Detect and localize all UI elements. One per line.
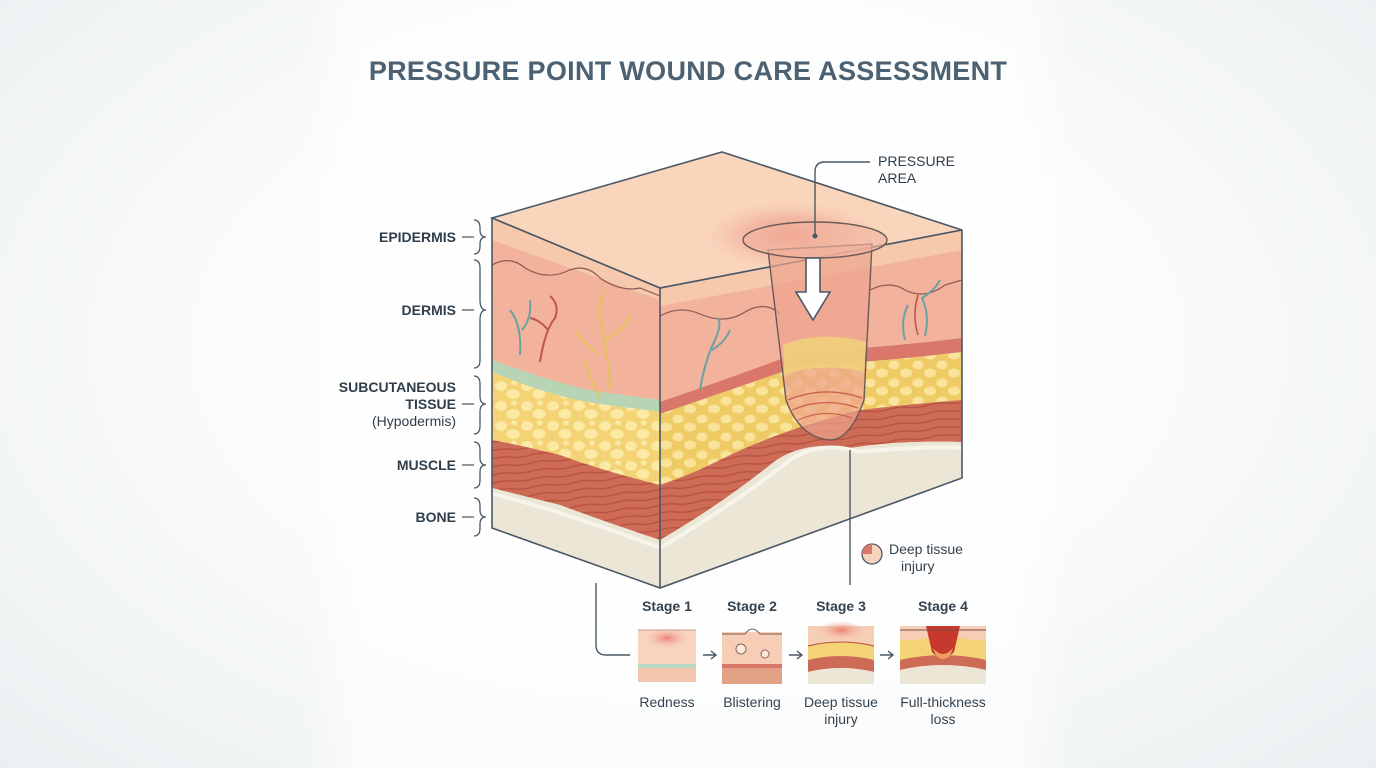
label-epidermis: EPIDERMIS <box>378 229 456 245</box>
label-pressure-line2: AREA <box>878 170 917 186</box>
label-muscle: MUSCLE <box>396 457 456 473</box>
label-subcutaneous-line2: TISSUE <box>405 396 456 412</box>
stage-2-caption: Blistering <box>697 694 807 711</box>
stage-4-thumbnail <box>900 626 986 684</box>
page-title: PRESSURE POINT WOUND CARE ASSESSMENT <box>368 56 1008 86</box>
stage-1-caption-line1: Redness <box>639 694 695 710</box>
pressure-arrow-icon <box>794 257 832 322</box>
label-pressure-line1: PRESSURE <box>878 153 956 169</box>
stage-4-caption-line1: Full-thickness <box>900 694 986 710</box>
stage-arrows <box>703 650 895 660</box>
stage-3-caption-line2: injury <box>824 711 858 727</box>
label-subcutaneous-line1: SUBCUTANEOUS <box>338 379 456 395</box>
pressure-cone <box>742 221 888 441</box>
label-pressure-area: PRESSURE AREA <box>878 153 955 187</box>
deep-tissue-legend-icon <box>861 543 883 565</box>
label-dermis: DERMIS <box>401 302 456 318</box>
stage-3-title: Stage 3 <box>816 598 866 614</box>
stage-3-caption-line1: Deep tissue <box>804 694 878 710</box>
stage-1-caption: Redness <box>612 694 722 711</box>
layer-brackets <box>462 219 487 537</box>
stage-4-title: Stage 4 <box>918 598 968 614</box>
stage-1-thumbnail <box>638 629 696 682</box>
label-hypodermis: (Hypodermis) <box>371 413 456 429</box>
label-subcutaneous: SUBCUTANEOUS TISSUE (Hypodermis) <box>320 379 456 430</box>
stage-2-title: Stage 2 <box>727 598 777 614</box>
legend-line1: Deep tissue <box>889 541 963 557</box>
stage-4-caption: Full-thickness loss <box>888 694 998 728</box>
stage-1-title: Stage 1 <box>642 598 692 614</box>
legend-line2: injury <box>901 558 935 574</box>
label-bone: BONE <box>415 509 456 525</box>
stage-3-caption: Deep tissue injury <box>786 694 896 728</box>
stage-4-caption-line2: loss <box>930 711 956 727</box>
stage-3-thumbnail <box>807 622 875 684</box>
stage-2-thumbnail <box>722 628 782 684</box>
legend-deep-tissue: Deep tissue injury <box>889 541 963 575</box>
stage-2-caption-line1: Blistering <box>723 694 781 710</box>
